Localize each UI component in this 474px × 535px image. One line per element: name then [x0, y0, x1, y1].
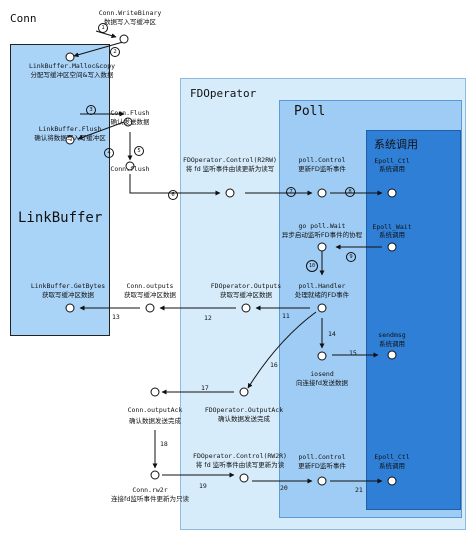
label-conn-flush-lower: Conn.flush — [110, 165, 150, 173]
desc-linkbuffer-getbytes: 获取写缓冲区数据 — [42, 291, 94, 299]
label-sendmsg: sendmsg — [378, 331, 406, 339]
linkbuffer-title: LinkBuffer — [18, 210, 103, 226]
step-6: 6 — [168, 190, 178, 200]
label-conn-outputack: Conn.outputAck — [127, 406, 183, 414]
desc-epoll-ctl-1: 系统调用 — [379, 165, 405, 173]
desc-epoll-wait: 系统调用 — [379, 231, 405, 239]
desc-fdop-control-r2rw: 将 fd 监听事件由读更新为读写 — [185, 165, 275, 173]
step-12: 12 — [204, 314, 212, 322]
label-epoll-wait: Epoll_Wait — [372, 223, 412, 231]
desc-poll-control-2: 更新FD监听事件 — [298, 462, 346, 470]
step-9: 9 — [346, 252, 356, 262]
node-dot-writebinary — [119, 34, 129, 44]
step-10: 10 — [306, 260, 318, 272]
node-dot-conn-outputs — [145, 303, 155, 313]
node-dot-conn-rw2r — [150, 470, 160, 480]
node-dot-iosend — [317, 351, 327, 361]
step-11: 11 — [282, 312, 290, 320]
desc-conn-outputs: 获取写缓冲区数据 — [124, 291, 176, 299]
step-21: 21 — [355, 486, 363, 494]
label-poll-control-2: poll.Control — [298, 453, 346, 461]
desc-iosend: 向连接fd发送数据 — [296, 379, 348, 387]
step-18: 18 — [160, 440, 168, 448]
node-dot-flush — [123, 117, 133, 127]
desc-conn-rw2r: 连接fd监听事件更新为只读 — [111, 495, 189, 503]
desc-conn-flush: 确认发送数据 — [110, 118, 150, 126]
fdoperator-title: FDOperator — [190, 87, 257, 100]
node-dot-conn-flush — [125, 161, 135, 171]
node-dot-conn-outputack — [150, 387, 160, 397]
desc-poll-control-1: 更新FD监听事件 — [298, 165, 346, 173]
label-linkbuffer-getbytes: LinkBuffer.GetBytes — [30, 282, 106, 290]
label-epoll-ctl-2: Epoll_Ctl — [374, 453, 410, 461]
step-15: 15 — [349, 349, 357, 357]
desc-fdop-control-rw2r: 将 fd 监听事件由读写更新为读 — [195, 461, 285, 469]
node-dot-malloc — [65, 52, 75, 62]
node-dot-getbytes — [65, 303, 75, 313]
step-13: 13 — [112, 313, 120, 321]
desc-conn-writebinary: 数据写入写缓冲区 — [104, 18, 156, 26]
node-dot-epoll-ctl-2 — [387, 476, 397, 486]
label-conn-outputs: Conn.outputs — [126, 282, 174, 290]
label-poll-control-1: poll.Control — [298, 156, 346, 164]
label-iosend: iosend — [310, 370, 334, 378]
step-3: 3 — [86, 105, 96, 115]
label-go-poll-wait: go poll.Wait — [298, 222, 346, 230]
node-dot-poll-handler — [317, 303, 327, 313]
desc-linkbuffer-flush: 确认将数据写入写缓冲区 — [34, 134, 106, 142]
step-8: 8 — [345, 187, 355, 197]
node-dot-linkbuffer-flush — [65, 135, 75, 145]
step-7: 7 — [286, 187, 296, 197]
label-fdop-control-r2rw: FDOperator.Control(R2RW) — [183, 156, 277, 164]
linkbuffer-region — [10, 44, 110, 336]
desc-fdop-outputack: 确认数据发送完成 — [218, 415, 270, 423]
desc-fdop-outputs: 获取写缓冲区数据 — [220, 291, 272, 299]
step-5: 5 — [134, 146, 144, 156]
step-1: 1 — [98, 23, 108, 33]
node-dot-go-poll-wait — [317, 242, 327, 252]
label-linkbuffer-malloc: LinkBuffer.Malloc&copy — [28, 62, 116, 70]
step-17: 17 — [201, 384, 209, 392]
node-dot-epoll-ctl-1 — [387, 188, 397, 198]
step-16: 16 — [270, 361, 278, 369]
label-epoll-ctl-1: Epoll_Ctl — [374, 157, 410, 165]
node-dot-poll-control-2 — [317, 476, 327, 486]
node-dot-fdop-control-rw2r — [239, 473, 249, 483]
desc-sendmsg: 系统调用 — [379, 340, 405, 348]
node-dot-sendmsg — [387, 350, 397, 360]
desc-linkbuffer-malloc: 分配写缓冲区空间&写入数据 — [30, 71, 114, 79]
node-dot-fdop-control-r2rw — [225, 188, 235, 198]
label-fdop-control-rw2r: FDOperator.Control(RW2R) — [193, 452, 287, 460]
step-19: 19 — [199, 482, 207, 490]
conn-title: Conn — [10, 12, 37, 25]
desc-go-poll-wait: 异步启动监听FD事件的协程 — [281, 231, 363, 239]
label-poll-handler: poll.Handler — [298, 282, 346, 290]
desc-conn-outputack: 确认数据发送完成 — [129, 417, 181, 425]
step-20: 20 — [280, 484, 288, 492]
node-dot-epoll-wait — [387, 242, 397, 252]
label-conn-rw2r: Conn.rw2r — [132, 486, 168, 494]
desc-poll-handler: 处理就绪的FD事件 — [294, 291, 350, 299]
node-dot-fdop-outputs — [241, 303, 251, 313]
step-2: 2 — [110, 47, 120, 57]
step-14: 14 — [328, 330, 336, 338]
label-conn-writebinary: Conn.WriteBinary — [98, 9, 162, 17]
step-4: 4 — [104, 148, 114, 158]
node-dot-fdop-outputack — [239, 387, 249, 397]
desc-epoll-ctl-2: 系统调用 — [379, 462, 405, 470]
label-fdop-outputs: FDOperator.Outputs — [210, 282, 282, 290]
label-conn-flush: Conn.Flush — [110, 109, 150, 117]
node-dot-poll-control-1 — [317, 188, 327, 198]
syscall-title: 系统调用 — [374, 138, 418, 151]
label-linkbuffer-flush: LinkBuffer.Flush — [38, 125, 102, 133]
poll-title: Poll — [294, 104, 326, 119]
label-fdop-outputack: FDOperator.OutputAck — [204, 406, 284, 414]
